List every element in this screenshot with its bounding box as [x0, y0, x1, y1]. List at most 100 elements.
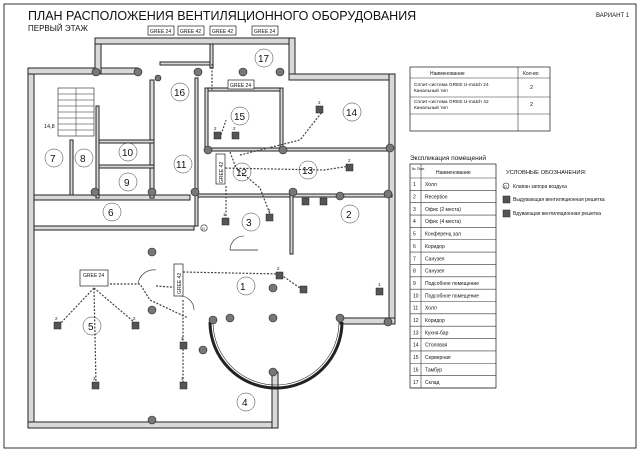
svg-text:1: 1	[378, 282, 381, 287]
room-4-curved-wall	[208, 321, 344, 390]
room-15-number: 15	[234, 112, 246, 123]
svg-text:2: 2	[277, 266, 280, 271]
room-17-number: 17	[258, 54, 270, 65]
equipment-row-2-qty: 2	[530, 102, 533, 108]
svg-text:2: 2	[268, 208, 271, 213]
explication-row-name: Столовая	[425, 343, 448, 349]
svg-text:GREE 24: GREE 24	[254, 29, 275, 35]
explication-row-name: Подсобное помещение	[425, 293, 479, 299]
ac-unit-gree-42-top-2: GREE 42	[209, 25, 237, 36]
room-13-number: 13	[302, 166, 314, 177]
room-circles	[44, 48, 362, 412]
explication-row-name: Подсобное помещение	[425, 281, 479, 287]
staircase	[57, 87, 95, 137]
explication-row-name: Холл	[425, 182, 437, 188]
room-4-number: 4	[242, 398, 248, 409]
explication-row-name: Коридор	[425, 244, 445, 250]
explication-row-name: Reception	[425, 195, 448, 201]
room-7-number: 7	[50, 154, 56, 165]
explication-row-name: Санузел	[425, 269, 445, 275]
explication-row-number: 2	[413, 195, 416, 201]
explication-header-no: № Пом.	[412, 167, 425, 171]
variant-label: ВАРИАНТ 1	[596, 13, 630, 19]
room-8-number: 8	[80, 154, 86, 165]
explication-header-name: Наименование	[436, 170, 471, 176]
ac-unit-gree-42-top-1: GREE 42	[177, 25, 205, 36]
svg-text:D: D	[504, 184, 507, 189]
air-valve-symbol: D	[200, 224, 208, 232]
sheet-frame	[3, 3, 637, 449]
svg-text:D: D	[202, 226, 205, 231]
explication-row-number: 12	[413, 318, 419, 324]
explication-row-number: 9	[413, 281, 416, 287]
explication-row-name: Санузел	[425, 256, 445, 262]
room-12-number: 12	[236, 168, 248, 179]
room-1-number: 1	[240, 282, 246, 293]
explication-row-number: 10	[413, 293, 419, 299]
room-numbers: 1 2 3 4 5 6 7 8 9 10 11 12 13 14 15 16 1…	[50, 54, 358, 409]
legend: УСЛОВНЫЕ ОБОЗНАЧЕНИЯ: D Клапан запора во…	[502, 170, 605, 218]
room-3-number: 3	[246, 218, 252, 229]
legend-exhaust-label: Выдувающая вентиляционная решетка	[513, 197, 605, 203]
explication-row-number: 8	[413, 269, 416, 275]
valve-legend-icon	[502, 182, 510, 190]
svg-text:GREE 24: GREE 24	[150, 29, 171, 35]
svg-text:2: 2	[93, 376, 96, 381]
explication-row-name: Коридор	[425, 318, 445, 324]
svg-text:GREE 24: GREE 24	[83, 273, 104, 279]
svg-text:2: 2	[348, 158, 351, 163]
room-16-number: 16	[174, 88, 186, 99]
explication-row-name: Кухня-бар	[425, 330, 449, 336]
legend-valve-label: Клапан запора воздуха	[513, 184, 567, 190]
supply-grille-legend-icon	[502, 209, 511, 218]
equipment-header-qty: Кол-во	[523, 71, 539, 77]
equipment-header-name: Наименование	[430, 71, 465, 77]
svg-text:2: 2	[181, 376, 184, 381]
svg-text:GREE 42: GREE 42	[177, 273, 183, 294]
explication-row-number: 1	[413, 182, 416, 188]
explication-row-number: 3	[413, 207, 416, 213]
svg-text:2: 2	[233, 126, 236, 131]
svg-text:2: 2	[214, 126, 217, 131]
explication-row-name: Серверная	[425, 355, 451, 361]
svg-text:2: 2	[55, 316, 58, 321]
equipment-row-2-name: Сплит-система GREE U-match 42	[414, 99, 489, 105]
ac-unit-gree-42-room-1: GREE 42	[173, 263, 184, 297]
svg-text:GREE 42: GREE 42	[219, 162, 225, 183]
explication-row-number: 7	[413, 256, 416, 262]
room-11-number: 11	[176, 160, 187, 171]
ac-unit-gree-24-room-15: GREE 24	[227, 79, 255, 90]
room-9-number: 9	[124, 178, 130, 189]
columns	[90, 67, 395, 425]
explication-row-number: 17	[413, 380, 419, 386]
page-subtitle: ПЕРВЫЙ ЭТАЖ	[28, 24, 89, 33]
explication-row-number: 15	[413, 355, 419, 361]
svg-text:GREE 42: GREE 42	[212, 29, 233, 35]
room-2-number: 2	[346, 210, 352, 221]
room-5-number: 5	[88, 322, 94, 333]
exhaust-grille-legend-icon	[502, 195, 511, 204]
explication-row-name: Офис (4 места)	[425, 219, 461, 225]
explication-row-number: 14	[413, 343, 419, 349]
svg-text:2: 2	[133, 316, 136, 321]
dimension-label: 14,8	[44, 124, 55, 130]
duct-runs	[57, 64, 351, 385]
explication-row-name: Конференц зал	[425, 232, 461, 238]
equipment-row-2-type: Канальный тип	[414, 104, 448, 111]
explication-row-number: 16	[413, 367, 419, 373]
ac-unit-gree-24-top-2: GREE 24	[251, 25, 279, 36]
equipment-row-1-name: Сплит-система GREE U-match 24	[414, 82, 489, 88]
explication-row-number: 6	[413, 244, 416, 250]
explication-title: Экспликация помещений	[410, 154, 486, 162]
page-title: ПЛАН РАСПОЛОЖЕНИЯ ВЕНТИЛЯЦИОННОГО ОБОРУД…	[28, 9, 416, 23]
ac-unit-gree-24-top-1: GREE 24	[147, 25, 175, 36]
explication-row-name: Тамбур	[425, 367, 442, 373]
svg-text:1: 1	[223, 212, 226, 217]
building-walls	[27, 37, 396, 429]
explication-row-name: Офис (2 места)	[425, 207, 461, 213]
room-14-number: 14	[346, 108, 358, 119]
equipment-row-1-type: Канальный тип	[414, 87, 448, 94]
